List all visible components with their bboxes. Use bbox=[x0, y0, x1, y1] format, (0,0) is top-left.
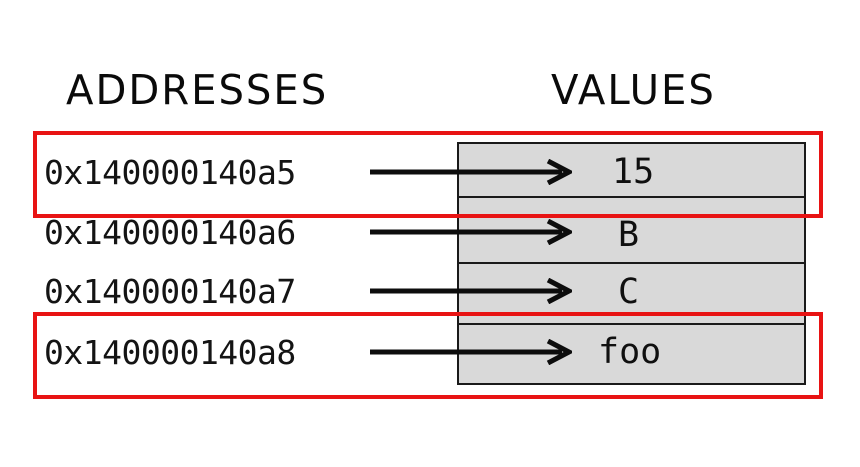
column-heading-addresses: ADDRESSES bbox=[66, 66, 329, 114]
value-label: B bbox=[618, 215, 640, 255]
address-label: 0x140000140a7 bbox=[44, 272, 296, 311]
address-label: 0x140000140a8 bbox=[44, 333, 296, 372]
highlight-rect-row-4 bbox=[33, 312, 823, 399]
value-label: foo bbox=[598, 332, 662, 372]
highlight-rect-row-1 bbox=[33, 131, 823, 218]
value-label: 15 bbox=[612, 152, 655, 192]
address-label: 0x140000140a6 bbox=[44, 213, 296, 252]
value-label: C bbox=[618, 272, 640, 312]
address-label: 0x140000140a5 bbox=[44, 153, 296, 192]
column-heading-values: VALUES bbox=[551, 66, 716, 114]
